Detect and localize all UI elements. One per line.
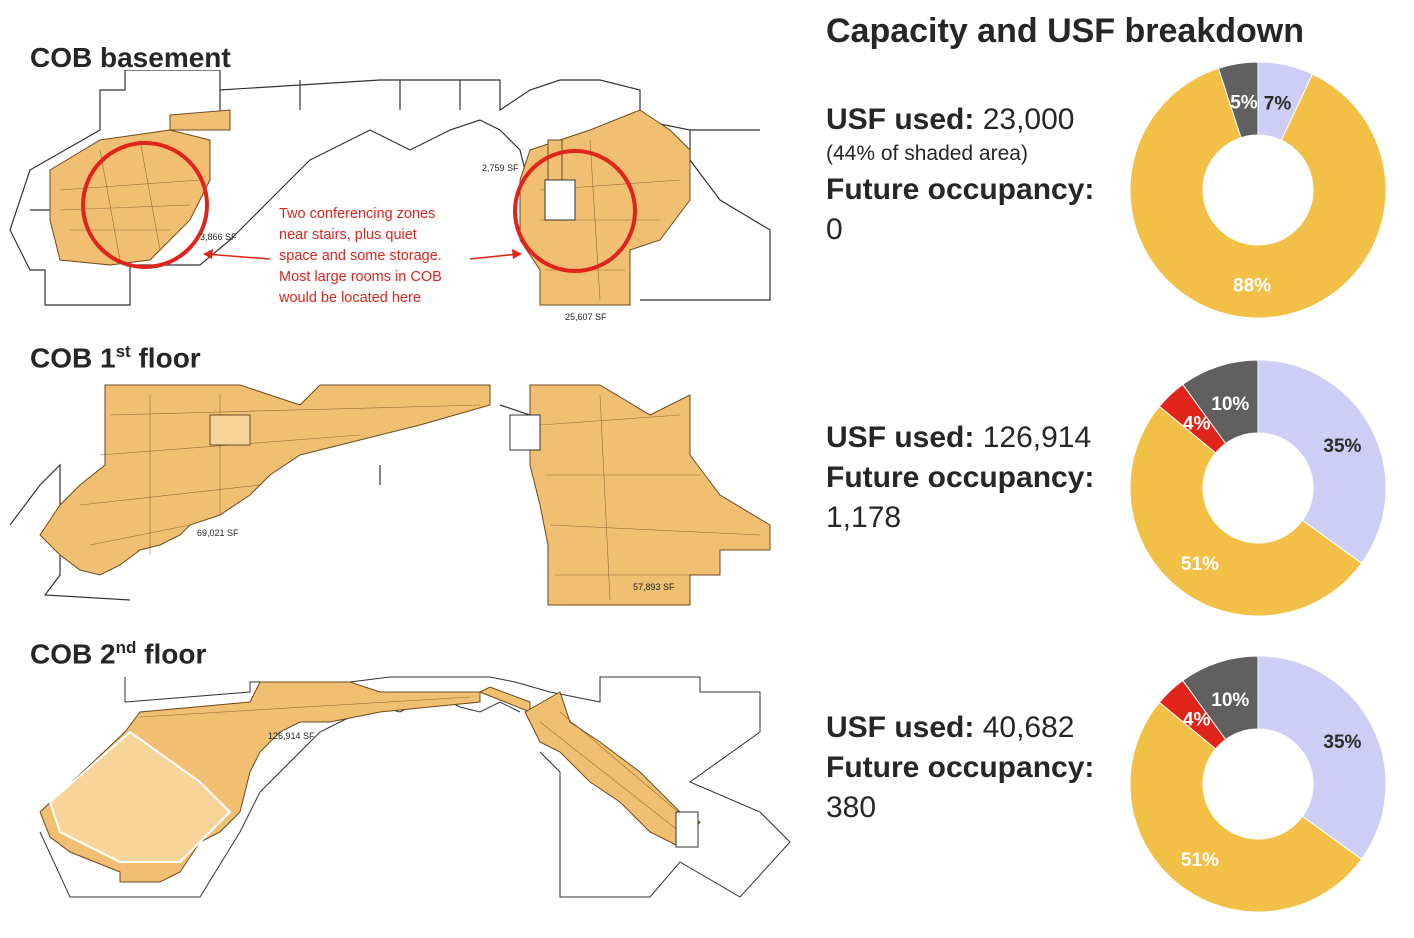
donut-slice-label: 35%: [1323, 732, 1361, 753]
floor-title-basement: COB basement: [30, 42, 231, 73]
page-title: Capacity and USF breakdown: [826, 12, 1304, 50]
donut-slice-label: 35%: [1323, 436, 1361, 457]
donut-slice-label: 88%: [1233, 276, 1271, 297]
annotation-text: Two conferencing zones near stairs, plus…: [279, 206, 442, 306]
donut-slice: [1182, 656, 1259, 741]
donut-slice: [1217, 62, 1259, 139]
area-label-basement-2: 2,759 SF: [482, 163, 519, 173]
floor-plan-first: 69,021 SF 57,893 SF: [9, 384, 771, 606]
floor-title-first: COB 1st floor: [30, 342, 201, 374]
annotation-arrow-left: [204, 253, 271, 260]
donut-slice: [1257, 360, 1387, 564]
highlight-circle-right: [513, 149, 637, 273]
donut-chart-basement: 7% 88% 5%: [1130, 62, 1387, 319]
area-label-basement-3: 25,607 SF: [565, 312, 607, 322]
usf-value: 126,914: [982, 421, 1092, 454]
usf-value: 23,000: [982, 103, 1075, 136]
plan-outline-basement: [9, 70, 771, 306]
stats-first: USF used: 126,914 Future occupancy: 1,17…: [826, 418, 1094, 538]
occupancy-label: Future occupancy:: [826, 173, 1095, 206]
area-label-second-1: 126,914 SF: [268, 731, 315, 741]
area-label-first-2: 57,893 SF: [633, 582, 675, 592]
donut-slice-label: 51%: [1181, 850, 1219, 871]
donut-slice: [1130, 405, 1363, 617]
donut-slice-label: 4%: [1183, 414, 1211, 435]
occupancy-value: 1,178: [826, 501, 902, 534]
donut-slice: [1257, 656, 1387, 860]
floor-plan-basement: 3,866 SF 2,759 SF 25,607 SF: [9, 70, 771, 322]
donut-slice-label: 10%: [1211, 690, 1249, 711]
donut-chart-second: 35% 51% 4%10%: [1130, 656, 1387, 913]
occupancy-label: Future occupancy:: [826, 751, 1095, 784]
stats-second: USF used: 40,682 Future occupancy: 380: [826, 708, 1094, 828]
shaded-area-first-left: [39, 384, 491, 576]
usf-label: USF used:: [826, 421, 975, 454]
usf-label: USF used:: [826, 103, 975, 136]
floor-plan-second: 126,914 SF: [39, 676, 791, 898]
donut-slice: [1130, 67, 1387, 319]
donut-slice-label: 51%: [1181, 554, 1219, 575]
donut-slice-label: 5%: [1230, 93, 1258, 114]
highlight-circle-left: [81, 141, 209, 269]
usf-value: 40,682: [982, 711, 1075, 744]
donut-slice-label: 4%: [1183, 710, 1211, 731]
donut-slice-label: 10%: [1211, 394, 1249, 415]
donut-slice-label: 7%: [1264, 94, 1292, 115]
occupancy-label: Future occupancy:: [826, 461, 1095, 494]
donut-slice: [1182, 360, 1259, 445]
occupancy-value: 0: [826, 213, 843, 246]
usf-note: (44% of shaded area): [826, 142, 1028, 165]
usf-label: USF used:: [826, 711, 975, 744]
stats-basement: USF used: 23,000 (44% of shaded area) Fu…: [826, 100, 1094, 250]
shaded-area-second-right: [524, 691, 701, 848]
floor-title-second: COB 2nd floor: [30, 638, 207, 670]
area-label-first-1: 69,021 SF: [197, 528, 239, 538]
donut-chart-first: 35% 51% 4%10%: [1130, 360, 1387, 617]
occupancy-value: 380: [826, 791, 877, 824]
donut-slice: [1130, 701, 1363, 913]
area-label-basement-1: 3,866 SF: [200, 232, 237, 242]
shaded-area-first-right: [529, 384, 771, 606]
annotation-arrow-right: [469, 253, 519, 260]
